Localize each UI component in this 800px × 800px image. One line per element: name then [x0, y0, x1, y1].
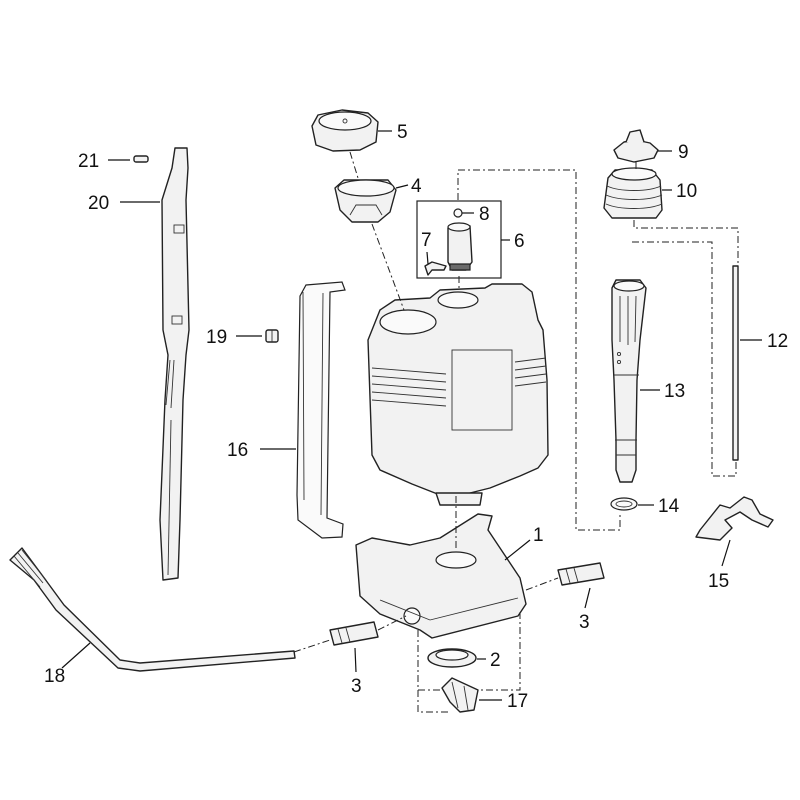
callout-21: 21 [78, 151, 99, 172]
callout-1: 1 [533, 525, 544, 546]
assembly-lines [293, 151, 739, 713]
callout-19: 19 [206, 327, 227, 348]
callout-12: 12 [767, 331, 788, 352]
part-1-tank [367, 283, 549, 506]
part-18-lever-handle [9, 547, 296, 672]
callout-20: 20 [88, 193, 109, 214]
part-14-o-ring [610, 497, 638, 511]
callout-17: 17 [507, 691, 528, 712]
part-17-valve [441, 677, 479, 713]
callout-15: 15 [708, 571, 729, 592]
callout-14: 14 [658, 496, 680, 517]
part-4-filter-basket [334, 179, 397, 223]
callout-3-left: 3 [351, 676, 362, 697]
part-1-base [355, 513, 527, 639]
callout-13: 13 [664, 381, 685, 402]
part-13-pump-cylinder [611, 279, 647, 483]
part-21-pin [133, 155, 149, 163]
callout-2: 2 [490, 650, 501, 671]
callout-6: 6 [514, 231, 525, 252]
part-3-bushing-right [557, 562, 605, 586]
callout-8: 8 [479, 204, 490, 225]
callout-10: 10 [676, 181, 697, 202]
part-3-bushing-left [329, 621, 379, 646]
part-16-frame-rod [296, 281, 346, 539]
part-12-rod [732, 265, 739, 461]
callout-16: 16 [227, 440, 248, 461]
part-19-clip [265, 329, 279, 343]
part-10-bellows-seal [603, 167, 663, 219]
callout-4: 4 [411, 176, 422, 197]
part-5-tank-cap [311, 109, 379, 152]
callout-18: 18 [44, 666, 65, 687]
callout-labels: 1 2 3 3 4 5 6 7 8 9 10 12 13 14 15 16 17… [44, 122, 788, 712]
callout-3-right: 3 [579, 612, 590, 633]
part-2-nut [427, 648, 477, 668]
leader-lines [61, 130, 762, 701]
part-15-foot [695, 496, 774, 541]
part-20-shoulder-strap [159, 147, 190, 581]
callout-9: 9 [678, 142, 689, 163]
callout-5: 5 [397, 122, 408, 143]
callout-7: 7 [421, 230, 432, 251]
part-9-pump-cap [613, 129, 659, 163]
